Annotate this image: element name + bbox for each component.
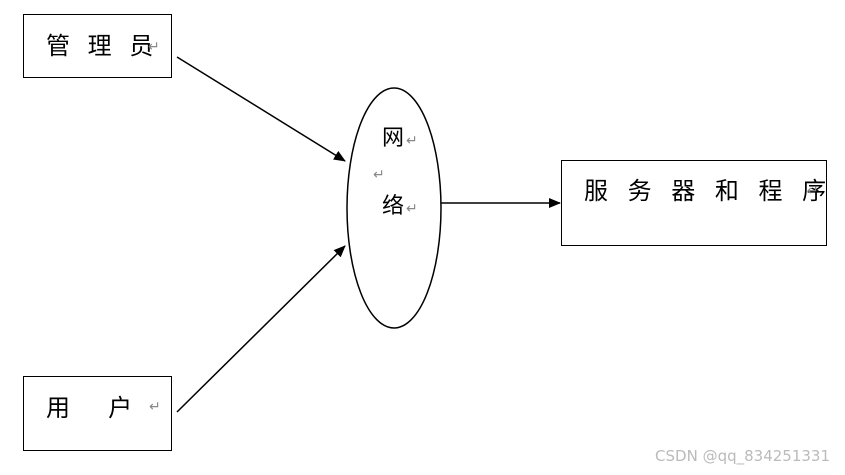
network-return-mark-empty-line: ↵	[373, 167, 385, 183]
user-node-box	[23, 376, 172, 451]
server-node-label: 服 务 器 和 程 序	[584, 177, 833, 205]
admin-node-label: 管 理 员	[46, 32, 159, 60]
network-label-line2: 络	[382, 194, 405, 219]
csdn-watermark: CSDN @qq_834251331	[655, 447, 830, 465]
network-ellipse	[346, 87, 442, 329]
network-label-line1: 网	[382, 126, 405, 151]
arrow-user-to-network	[176, 245, 346, 413]
server-return-mark: ↵	[807, 183, 819, 199]
user-node-label: 用 户	[46, 394, 133, 422]
network-return-mark-1: ↵	[406, 133, 418, 149]
admin-node-box	[23, 14, 172, 78]
server-node-box	[561, 160, 827, 246]
admin-return-mark: ↵	[148, 39, 160, 55]
network-return-mark-2: ↵	[406, 201, 418, 217]
user-return-mark: ↵	[149, 399, 161, 415]
arrow-admin-to-network	[176, 56, 346, 162]
